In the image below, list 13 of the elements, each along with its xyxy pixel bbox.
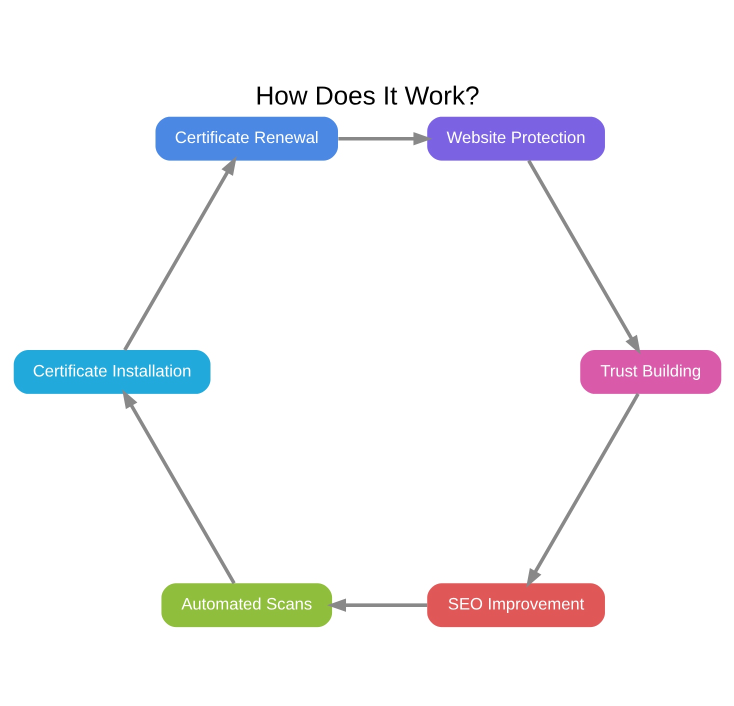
arrow xyxy=(526,393,640,588)
node-box: Automated Scans xyxy=(160,583,332,628)
arrow xyxy=(326,598,427,612)
diagram-title: How Does It Work? xyxy=(254,80,479,110)
arrow xyxy=(122,389,236,584)
node-box: Website Protection xyxy=(426,116,604,161)
node-box: Certificate Installation xyxy=(13,350,210,394)
node-box: Certificate Renewal xyxy=(155,116,338,161)
node-box: SEO Improvement xyxy=(426,583,604,628)
node-box: Trust Building xyxy=(580,350,721,394)
arrow xyxy=(526,160,640,355)
arrow xyxy=(338,132,432,146)
arrow xyxy=(122,156,236,351)
